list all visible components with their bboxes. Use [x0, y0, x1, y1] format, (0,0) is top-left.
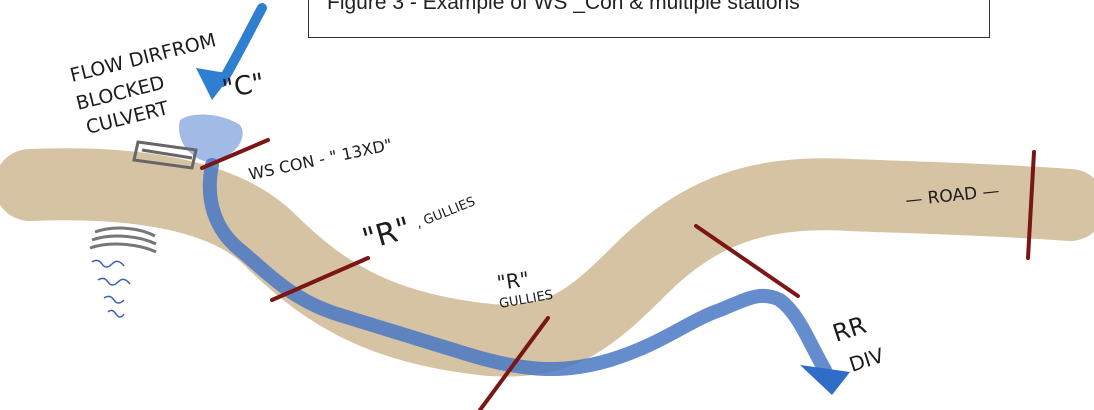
road-band	[0, 148, 1094, 377]
station-line-road	[1026, 150, 1036, 260]
station-line-r2	[478, 316, 550, 410]
station-line-ws-con	[200, 138, 270, 170]
label-ws-con: WS CON - " 13XD"	[247, 135, 394, 184]
label-rr: RR	[829, 311, 869, 348]
station-line-div	[694, 224, 800, 298]
inflow-arrow-head	[196, 68, 232, 100]
stream-path	[202, 158, 832, 377]
figure-caption-box: Figure 3 - Example of WS _Con & multiple…	[308, 0, 990, 38]
label-c: "C"	[220, 68, 267, 105]
figure-caption: Figure 3 - Example of WS _Con & multiple…	[327, 0, 800, 14]
culvert-icon	[132, 140, 198, 170]
water-scribbles	[91, 259, 131, 318]
label-r2: "R"	[495, 267, 530, 295]
label-r1: "R"	[359, 211, 415, 258]
stream-arrow-head	[800, 365, 850, 395]
culvert-icon-lower	[89, 226, 157, 254]
station-line-r1	[270, 256, 370, 302]
label-gullies1: , GULLIES	[414, 194, 478, 231]
label-div: DIV	[846, 343, 887, 377]
